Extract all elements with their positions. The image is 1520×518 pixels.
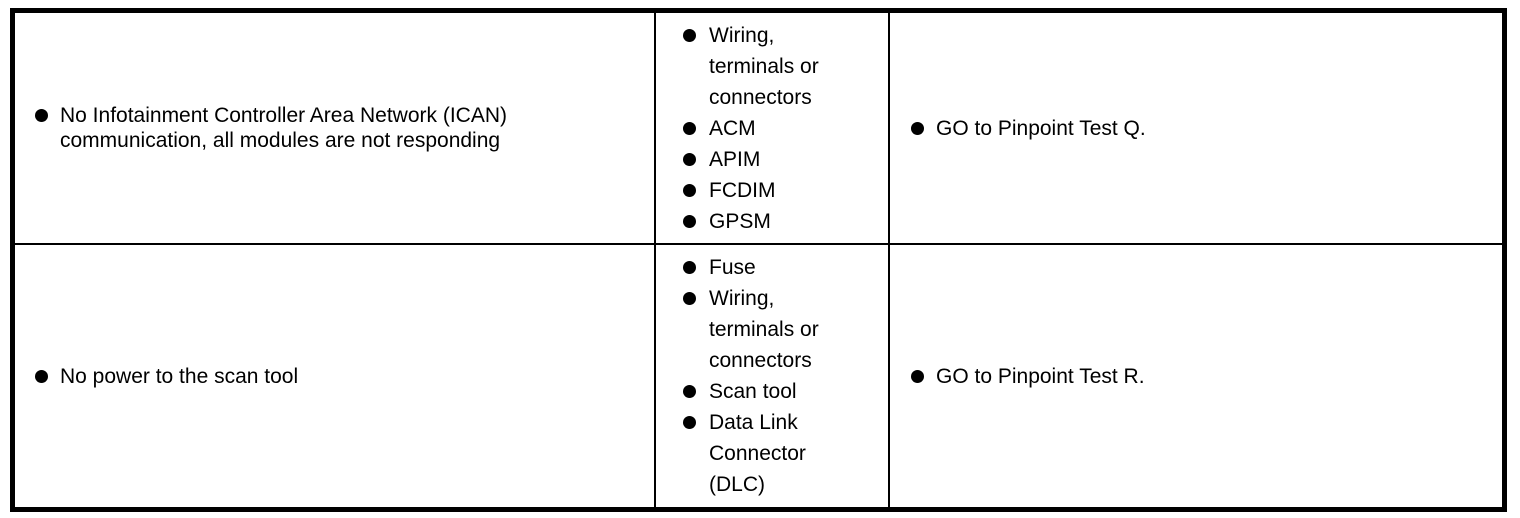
bullet-text: Wiring, terminals or connectors [709, 287, 819, 372]
bullet-text: Data Link Connector (DLC) [709, 411, 806, 496]
bullet-item: Fuse [683, 252, 841, 283]
bullet-text: FCDIM [709, 178, 776, 202]
cell-action-row1: GO to Pinpoint Test Q. [890, 13, 1502, 245]
bullet-item: ACM [683, 113, 841, 144]
bullet-icon [683, 261, 696, 274]
bullet-item: APIM [683, 144, 841, 175]
cell-symptom-row2: No power to the scan tool [15, 245, 656, 507]
bullet-text: GPSM [709, 209, 771, 233]
bullet-icon [911, 369, 924, 383]
bullet-item: No Infotainment Controller Area Network … [35, 103, 580, 153]
bullet-text: No power to the scan tool [60, 364, 299, 388]
bullet-item: Wiring, terminals or connectors [683, 283, 841, 376]
bullet-icon [35, 369, 48, 383]
bullet-icon [683, 416, 696, 429]
bullet-item: No power to the scan tool [35, 364, 298, 389]
cell-symptom-row1: No Infotainment Controller Area Network … [15, 13, 656, 245]
bullet-icon [683, 28, 696, 42]
bullet-icon [683, 152, 696, 166]
bullet-text: ACM [709, 116, 756, 140]
symptom-chart-table: No Infotainment Controller Area Network … [10, 8, 1507, 512]
bullet-item: Wiring, terminals or connectors [683, 20, 841, 113]
bullet-item: GPSM [683, 206, 841, 237]
bullet-item: GO to Pinpoint Test Q. [911, 116, 1146, 141]
cell-action-row2: GO to Pinpoint Test R. [890, 245, 1502, 507]
bullet-item: Scan tool [683, 376, 841, 407]
bullet-text: APIM [709, 147, 761, 171]
bullet-icon [683, 292, 696, 305]
bullet-text: No Infotainment Controller Area Network … [60, 104, 507, 152]
bullet-item: GO to Pinpoint Test R. [911, 364, 1145, 389]
bullet-icon [683, 385, 696, 398]
bullet-icon [683, 183, 696, 197]
bullet-text: Scan tool [709, 380, 797, 403]
bullet-text: GO to Pinpoint Test R. [936, 364, 1145, 388]
bullet-icon [35, 109, 48, 122]
bullet-icon [683, 121, 696, 135]
bullet-icon [911, 121, 924, 135]
bullet-text: Fuse [709, 256, 756, 279]
bullet-text: Wiring, terminals or connectors [709, 23, 819, 109]
bullet-item: Data Link Connector (DLC) [683, 407, 841, 500]
bullet-item: FCDIM [683, 175, 841, 206]
bullet-text: GO to Pinpoint Test Q. [936, 116, 1146, 140]
bullet-icon [683, 214, 696, 228]
